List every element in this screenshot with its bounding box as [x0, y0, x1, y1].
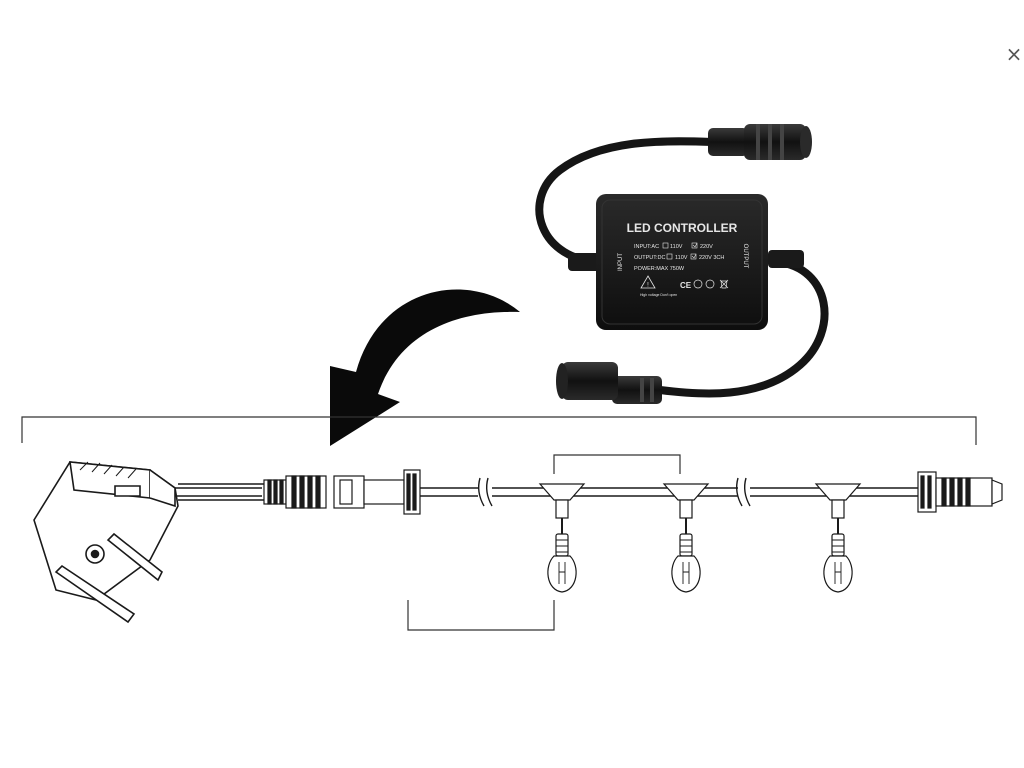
end-connector [917, 471, 1003, 513]
power-plug-icon [33, 461, 262, 624]
controller-cable-bottom [656, 258, 829, 398]
close-icon: × [1005, 42, 1023, 66]
controller-line-out-220: 220V 3CH [699, 255, 724, 261]
cable-break-1 [477, 477, 493, 507]
light-bulb-icon [538, 483, 586, 593]
bracket-bulb-spacing [553, 454, 681, 474]
controller-strain-left [568, 253, 604, 271]
weee-bin-icon [719, 279, 729, 289]
controller-line-power: POWER:MAX 750W [634, 266, 685, 272]
warning-triangle-icon [640, 275, 656, 289]
bracket-bottom-segment [407, 600, 555, 631]
close-button[interactable]: × [1000, 40, 1024, 68]
svg-text:!: ! [647, 283, 649, 289]
ce-mark: CE [680, 281, 692, 290]
bracket-plug-segment [21, 416, 408, 443]
controller-line-in-220: 220V [700, 244, 713, 250]
controller-line-out-110: 110V [675, 255, 688, 261]
plug-male-connector [263, 475, 327, 509]
controller-box [596, 194, 768, 330]
bulb-group [538, 483, 862, 593]
cable-break-2 [735, 477, 751, 507]
led-controller-icon: LED CONTROLLER INPUT:AC 110V 220V OUTPUT… [535, 124, 829, 404]
controller-line-output-dc: OUTPUT:DC [634, 255, 666, 261]
cert-icon-2 [705, 279, 715, 289]
cert-icon-1 [693, 279, 703, 289]
controller-connector-bottom [556, 362, 662, 404]
controller-line-input-ac: INPUT:AC [634, 244, 659, 250]
controller-input-label: INPUT [618, 253, 624, 271]
string-female-connector [333, 469, 421, 515]
controller-line-in-110: 110V [670, 244, 683, 250]
controller-output-label: OUTPUT [742, 244, 748, 269]
controller-title: LED CONTROLLER [627, 221, 738, 235]
controller-warning-text: High voltage Don't open [640, 293, 677, 297]
light-bulb-icon [814, 483, 862, 593]
controller-strain-right [768, 250, 804, 268]
controller-connector-top [708, 124, 812, 160]
controller-cable-top [535, 137, 716, 266]
light-bulb-icon [662, 483, 710, 593]
bracket-string-segment [408, 416, 977, 445]
curved-arrow-icon [330, 289, 520, 446]
